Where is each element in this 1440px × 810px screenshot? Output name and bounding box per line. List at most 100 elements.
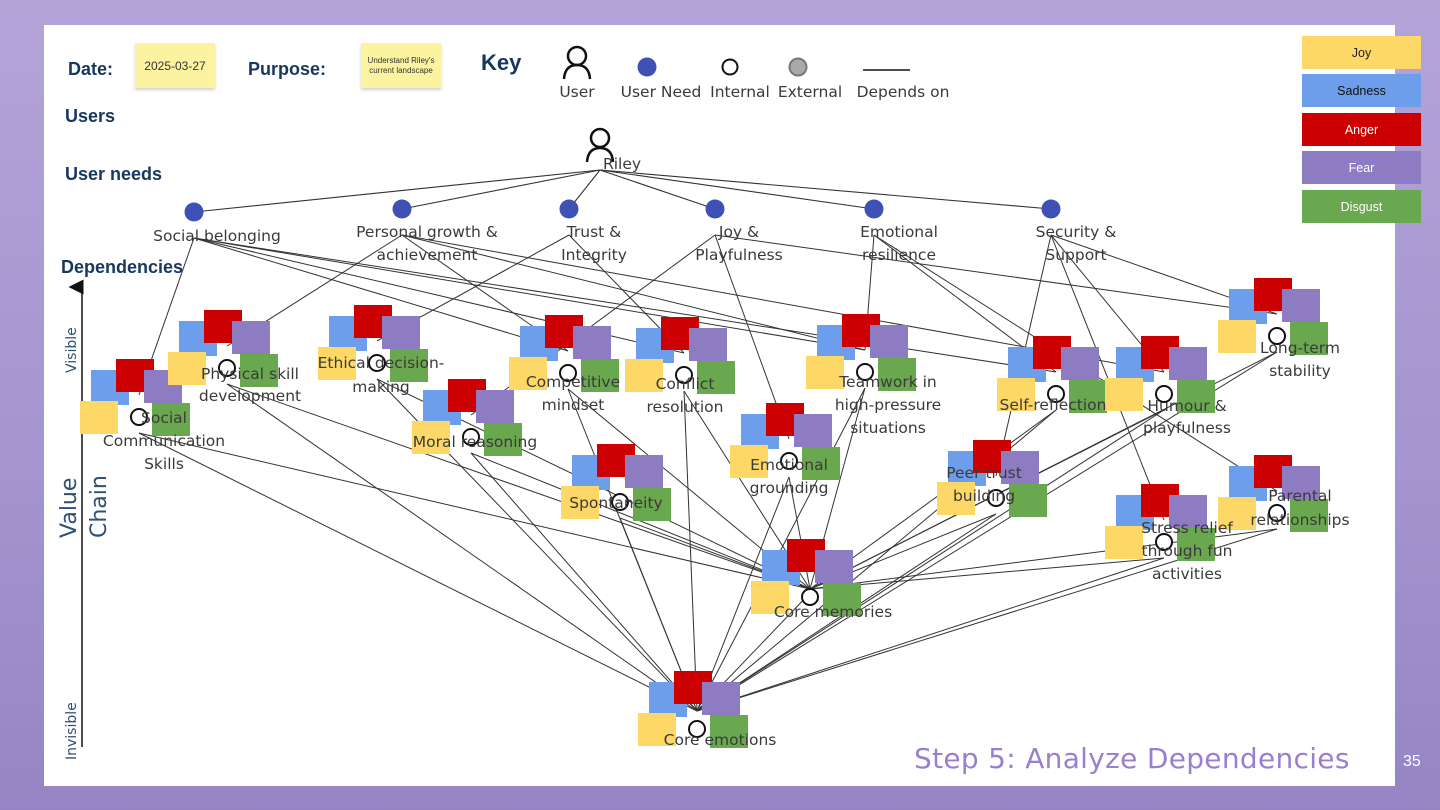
- component-label-social-communication-skills: Skills: [144, 455, 184, 473]
- sticky-disgust: [878, 358, 916, 391]
- date-label: Date:: [68, 59, 113, 79]
- component-label-conflict-resolution: Conflict: [656, 375, 715, 393]
- need-label-security-and-support: Support: [1045, 246, 1106, 264]
- slide-title: Step 5: Analyze Dependencies: [914, 742, 1350, 775]
- component-node-conflict-resolution: [675, 366, 693, 384]
- emotion-cluster-physical-skill-development: [168, 310, 278, 387]
- component-label-teamwork-in-high-pressure-situations: high-pressure: [835, 396, 941, 414]
- sticky-joy: [1105, 378, 1143, 411]
- edge-user-to-need: [599, 169, 716, 210]
- sticky-joy: [318, 347, 356, 380]
- date-sticky[interactable]: 2025-03-27: [135, 43, 215, 88]
- emotion-cluster-competitive-mindset: [509, 315, 619, 392]
- need-node-personal-growth-and-achievement: [392, 199, 412, 219]
- emotion-cluster-teamwork-in-high-pressure-situations: [806, 314, 916, 391]
- component-label-parental-relationships: relationships: [1250, 511, 1349, 529]
- sticky-fear: [382, 316, 420, 349]
- key-internal-label: Internal: [710, 83, 770, 101]
- purpose-sticky[interactable]: Understand Riley's current landscape: [361, 43, 441, 88]
- sticky-fear: [702, 682, 740, 715]
- axis-value-label: Value: [57, 478, 82, 538]
- component-node-peer-trust-building: [987, 489, 1005, 507]
- component-label-peer-trust-building: building: [953, 487, 1015, 505]
- sticky-disgust: [1177, 380, 1215, 413]
- legend-sadness: Sadness: [1302, 74, 1421, 107]
- need-label-joy-and-playfulness: Joy &: [718, 223, 759, 241]
- component-label-ethical-decision-making: making: [352, 378, 410, 396]
- sticky-disgust: [1009, 484, 1047, 517]
- emotion-cluster-peer-trust-building: [937, 440, 1047, 517]
- emotion-cluster-stress-relief-through-fun-activities: [1105, 484, 1215, 561]
- sticky-disgust: [802, 447, 840, 480]
- emotion-cluster-humour-and-playfulness: [1105, 336, 1215, 413]
- edge-component-to-core-emotions: [470, 452, 698, 712]
- component-node-self-reflection: [1047, 385, 1065, 403]
- sticky-fear: [1169, 495, 1207, 528]
- sticky-disgust: [484, 423, 522, 456]
- sticky-joy: [1218, 320, 1256, 353]
- component-label-moral-reasoning: Moral reasoning: [413, 433, 537, 451]
- component-label-humour-and-playfulness: playfulness: [1143, 419, 1231, 437]
- key-depends-label: Depends on: [857, 83, 950, 101]
- need-node-social-belonging: [184, 202, 204, 222]
- component-node-core-emotions: [688, 720, 706, 738]
- sticky-fear: [1282, 289, 1320, 322]
- edge-need-to-component: [401, 234, 866, 351]
- component-label-teamwork-in-high-pressure-situations: Teamwork in: [838, 373, 937, 391]
- edge-need-to-component: [714, 234, 1278, 315]
- component-label-humour-and-playfulness: Humour &: [1147, 397, 1226, 415]
- key-external-label: External: [778, 83, 842, 101]
- component-node-teamwork-in-high-pressure-situations: [856, 363, 874, 381]
- sticky-fear: [573, 326, 611, 359]
- sticky-joy: [412, 421, 450, 454]
- sticky-fear: [1001, 451, 1039, 484]
- edge-need-to-component: [193, 237, 866, 351]
- key-user-need-icon: [637, 57, 657, 77]
- sticky-disgust: [710, 715, 748, 748]
- sticky-fear: [870, 325, 908, 358]
- need-label-trust-and-integrity: Integrity: [561, 246, 627, 264]
- legend-joy: Joy: [1302, 36, 1421, 69]
- map-nodes: [130, 127, 1286, 738]
- emotion-cluster-long-term-stability: [1218, 278, 1328, 355]
- component-label-core-emotions: Core emotions: [664, 731, 777, 749]
- need-label-personal-growth-and-achievement: achievement: [377, 246, 478, 264]
- sticky-disgust: [633, 488, 671, 521]
- dependency-edges: [138, 169, 1278, 712]
- key-user-label: User: [559, 83, 595, 101]
- legend-disgust: Disgust: [1302, 190, 1421, 223]
- component-node-competitive-mindset: [559, 364, 577, 382]
- sticky-disgust: [581, 359, 619, 392]
- component-label-social-communication-skills: Social: [141, 409, 187, 427]
- emotion-cluster-moral-reasoning: [412, 379, 522, 456]
- need-node-security-and-support: [1041, 199, 1061, 219]
- emotion-cluster-parental-relationships: [1218, 455, 1328, 532]
- axis-visible-label: Visible: [64, 327, 80, 373]
- component-label-stress-relief-through-fun-activities: Stress relief: [1141, 519, 1233, 537]
- component-node-social-communication-skills: [130, 408, 148, 426]
- component-label-physical-skill-development: development: [199, 387, 301, 405]
- axis-invisible-label: Invisible: [64, 702, 80, 760]
- sticky-disgust: [240, 354, 278, 387]
- sticky-fear: [794, 414, 832, 447]
- component-label-teamwork-in-high-pressure-situations: situations: [850, 419, 926, 437]
- sticky-disgust: [1290, 322, 1328, 355]
- edge-component-to-core-emotions: [696, 387, 866, 712]
- component-node-long-term-stability: [1268, 327, 1286, 345]
- component-node-ethical-decision-making: [368, 354, 386, 372]
- component-node-physical-skill-development: [218, 359, 236, 377]
- edge-component-to-core-memories: [226, 383, 811, 590]
- need-label-emotional-resilience: resilience: [862, 246, 936, 264]
- component-node-stress-relief-through-fun-activities: [1155, 533, 1173, 551]
- edge-user-to-need: [599, 169, 875, 210]
- sticky-disgust: [1177, 528, 1215, 561]
- need-label-personal-growth-and-achievement: Personal growth &: [356, 223, 498, 241]
- purpose-value: Understand Riley's current landscape: [367, 55, 435, 75]
- component-label-self-reflection: Self-reflection: [1000, 396, 1107, 414]
- sticky-disgust: [390, 349, 428, 382]
- component-label-long-term-stability: Long-term: [1260, 339, 1340, 357]
- component-label-conflict-resolution: resolution: [647, 398, 724, 416]
- sticky-disgust: [1290, 499, 1328, 532]
- sticky-joy: [997, 378, 1035, 411]
- sticky-disgust: [823, 583, 861, 616]
